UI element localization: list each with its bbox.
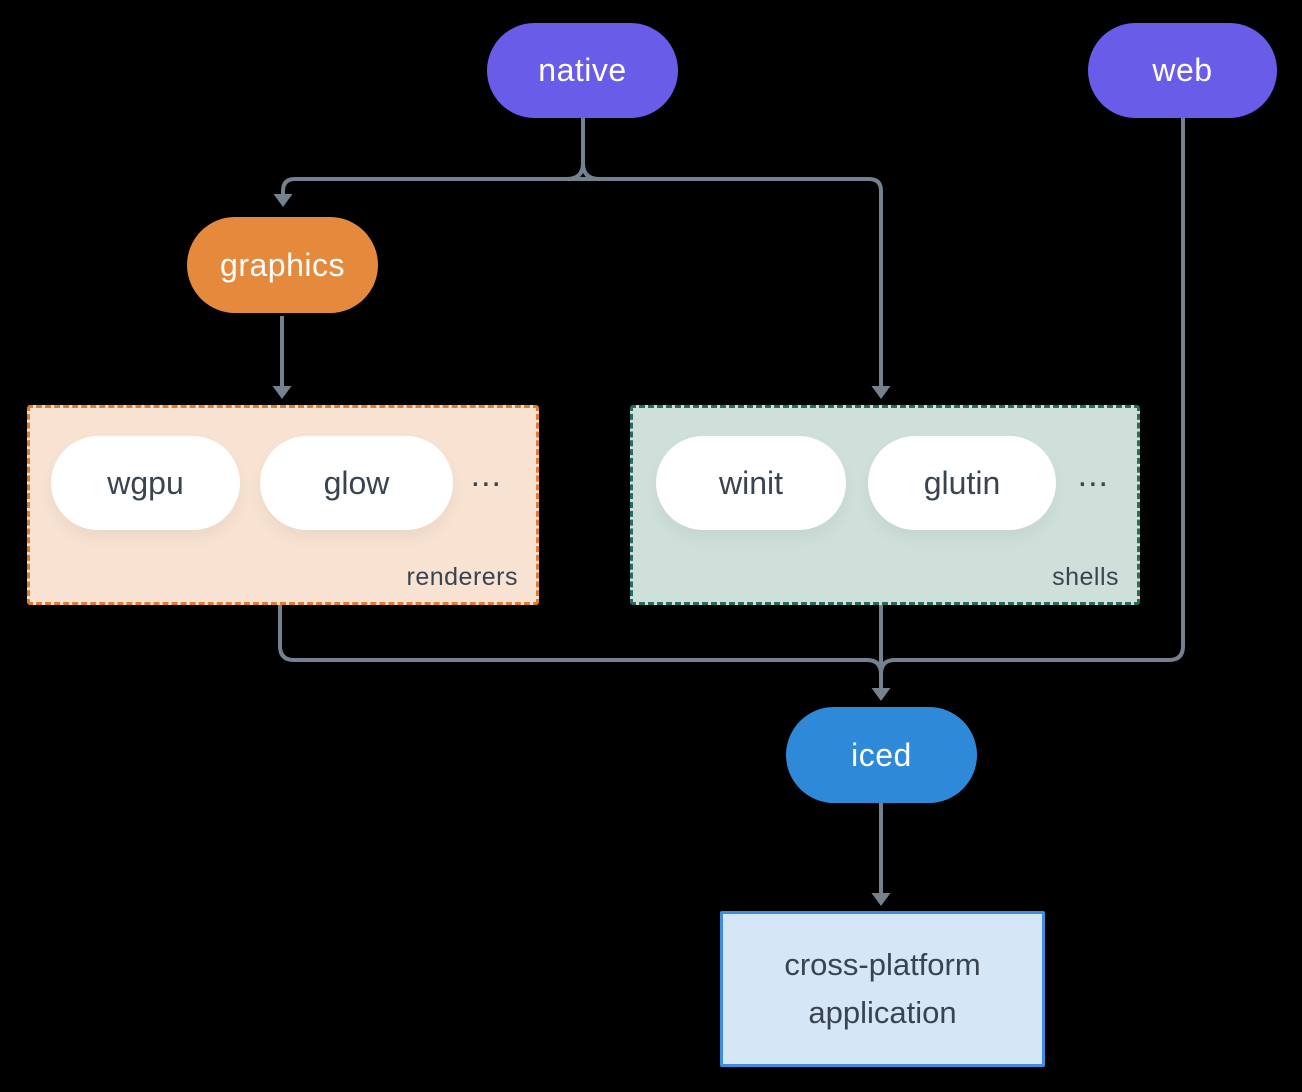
node-winit-label: winit bbox=[718, 464, 783, 501]
edge-native-branch bbox=[281, 177, 883, 387]
node-glutin-label: glutin bbox=[923, 464, 1001, 501]
edge-renderers-to-merge bbox=[278, 600, 883, 675]
arrowhead-into-renderers bbox=[272, 386, 292, 399]
arrowhead-into-iced bbox=[871, 688, 891, 701]
renderers-ellipsis: ... bbox=[470, 456, 502, 494]
node-iced: iced bbox=[786, 707, 977, 803]
node-web-label: web bbox=[1152, 52, 1213, 88]
app-label-line1: cross-platform bbox=[784, 946, 981, 982]
node-glow: glow bbox=[260, 436, 453, 530]
node-native: native bbox=[487, 23, 678, 118]
node-winit: winit bbox=[656, 436, 846, 530]
arrowhead-into-shells bbox=[871, 386, 891, 399]
node-iced-label: iced bbox=[851, 736, 912, 773]
node-glutin: glutin bbox=[868, 436, 1056, 530]
edge-native-stem-fillet-right bbox=[581, 162, 600, 181]
group-renderers: wgpu glow ... renderers bbox=[27, 405, 539, 605]
shells-ellipsis: ... bbox=[1077, 456, 1109, 494]
node-graphics: graphics bbox=[187, 217, 378, 313]
group-shells: winit glutin ... shells bbox=[630, 405, 1140, 605]
arrowhead-into-graphics bbox=[273, 194, 293, 207]
shells-group-label: shells bbox=[1052, 563, 1119, 591]
node-glow-label: glow bbox=[323, 464, 390, 501]
node-cross-platform-application: cross-platform application bbox=[720, 911, 1045, 1067]
node-native-label: native bbox=[538, 52, 627, 88]
app-label-line2: application bbox=[808, 995, 957, 1030]
edge-native-stem-fillet-left bbox=[566, 162, 585, 181]
renderers-group-label: renderers bbox=[406, 563, 518, 591]
node-wgpu: wgpu bbox=[51, 436, 240, 530]
node-wgpu-label: wgpu bbox=[107, 464, 184, 501]
arrowhead-into-app bbox=[871, 893, 891, 906]
node-web: web bbox=[1088, 23, 1277, 118]
node-graphics-label: graphics bbox=[220, 246, 345, 283]
